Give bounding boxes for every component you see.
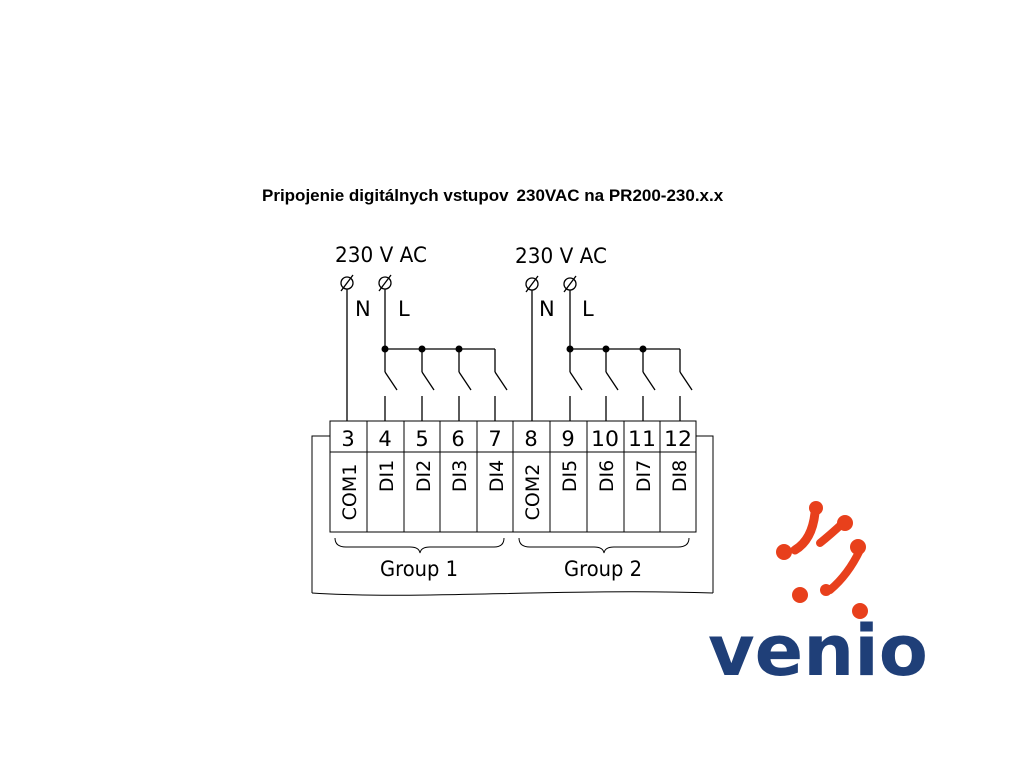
- supply-1-neutral-label: N: [355, 297, 371, 321]
- supply-2-neutral-terminal-icon: [525, 275, 539, 293]
- terminal-number-12: 12: [664, 427, 692, 451]
- terminal-name-di4: DI4: [486, 460, 508, 492]
- title-part-1: Pripojenie digitálnych vstupov: [262, 186, 509, 205]
- supply-1-voltage: 230 V AC: [335, 243, 427, 267]
- supply-1-neutral-terminal-icon: [340, 274, 354, 292]
- supply-1-line-terminal-icon: [378, 274, 392, 292]
- terminal-number-6: 6: [451, 427, 464, 451]
- supply-1-line-label: L: [398, 297, 410, 321]
- logo-mark-icon: [776, 501, 868, 619]
- terminal-block: 3 4 5 6 7 8 9 10 11 12 COM1 DI1 DI2 DI3 …: [329, 420, 697, 533]
- group-2-label: Group 2: [564, 557, 642, 581]
- terminal-name-com1: COM1: [339, 464, 361, 521]
- supply-2-neutral-label: N: [539, 297, 555, 321]
- group-1-brace: [334, 537, 505, 554]
- terminal-number-4: 4: [378, 427, 391, 451]
- supply-2-line-label: L: [582, 297, 594, 321]
- device-housing: [311, 435, 714, 596]
- wiring-group-2: [531, 290, 693, 421]
- diagram-title: Pripojenie digitálnych vstupov 230VAC na …: [262, 186, 802, 206]
- terminal-number-11: 11: [628, 427, 656, 451]
- group-2-brace: [518, 537, 690, 554]
- title-part-2: 230VAC na PR200-230.x.x: [516, 186, 724, 205]
- terminal-name-di7: DI7: [633, 460, 655, 492]
- terminal-name-di1: DI1: [376, 460, 398, 492]
- terminal-number-3: 3: [341, 427, 354, 451]
- terminal-name-di5: DI5: [559, 460, 581, 492]
- terminal-number-8: 8: [524, 427, 537, 451]
- terminal-number-9: 9: [561, 427, 574, 451]
- terminal-name-di6: DI6: [596, 460, 618, 492]
- supply-2-line-terminal-icon: [563, 275, 577, 293]
- terminal-number-10: 10: [591, 427, 619, 451]
- group-1-label: Group 1: [380, 557, 458, 581]
- supply-2-voltage: 230 V AC: [515, 244, 607, 268]
- terminal-name-di8: DI8: [669, 460, 691, 492]
- terminal-name-di3: DI3: [449, 460, 471, 492]
- venio-logo: venio: [708, 501, 928, 692]
- terminal-name-di2: DI2: [413, 460, 435, 492]
- logo-text: venio: [708, 610, 928, 692]
- wiring-group-1: [346, 289, 508, 421]
- terminal-number-7: 7: [488, 427, 501, 451]
- terminal-number-5: 5: [415, 427, 428, 451]
- terminal-name-com2: COM2: [522, 464, 544, 521]
